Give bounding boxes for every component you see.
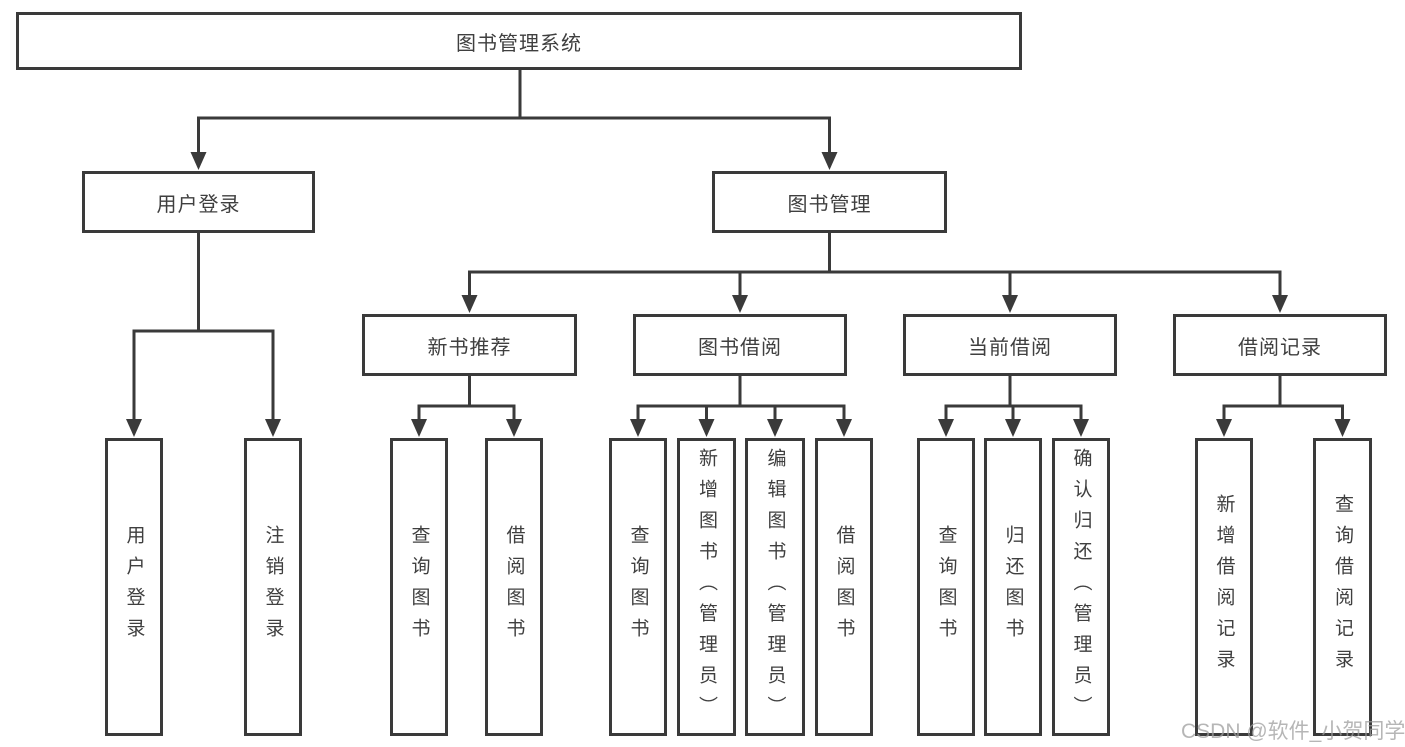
- node-user-login-label: 用户登录: [156, 193, 241, 216]
- node-user-login: 用户登录: [82, 171, 315, 233]
- node-current-borrowing-label: 当前借阅: [968, 336, 1052, 359]
- leaf-return-books-label: 归还图书: [1002, 525, 1024, 649]
- leaf-user-login: 用户登录: [105, 438, 163, 736]
- leaf-logout-label: 注销登录: [262, 525, 284, 649]
- leaf-add-books-admin: 新增图书（管理员）: [677, 438, 736, 736]
- leaf-query-books-borrowing-label: 查询图书: [627, 525, 649, 649]
- node-borrowing-records-label: 借阅记录: [1238, 336, 1322, 359]
- node-book-borrowing-label: 图书借阅: [698, 336, 782, 359]
- leaf-borrow-books-recommend: 借阅图书: [485, 438, 543, 736]
- leaf-confirm-return-admin: 确认归还（管理员）: [1052, 438, 1110, 736]
- node-root-system: 图书管理系统: [16, 12, 1022, 70]
- leaf-return-books: 归还图书: [984, 438, 1042, 736]
- leaf-borrow-books-borrowing: 借阅图书: [815, 438, 873, 736]
- node-new-book-recommend: 新书推荐: [362, 314, 577, 376]
- leaf-borrow-books-borrowing-label: 借阅图书: [833, 525, 855, 649]
- leaf-borrow-books-recommend-label: 借阅图书: [503, 525, 525, 649]
- node-current-borrowing: 当前借阅: [903, 314, 1117, 376]
- leaf-query-books-current-label: 查询图书: [935, 525, 957, 649]
- watermark: CSDN @软件_小贺同学: [1181, 720, 1405, 743]
- node-book-management: 图书管理: [712, 171, 947, 233]
- leaf-query-books-current: 查询图书: [917, 438, 975, 736]
- node-book-borrowing: 图书借阅: [633, 314, 847, 376]
- leaf-edit-books-admin: 编辑图书（管理员）: [745, 438, 805, 736]
- leaf-add-books-admin-label: 新增图书（管理员）: [696, 447, 717, 727]
- leaf-logout: 注销登录: [244, 438, 302, 736]
- leaf-confirm-return-admin-label: 确认归还（管理员）: [1070, 447, 1092, 727]
- leaf-query-borrow-record-label: 查询借阅记录: [1332, 494, 1353, 680]
- node-new-book-recommend-label: 新书推荐: [427, 336, 512, 359]
- node-book-management-label: 图书管理: [787, 193, 872, 216]
- leaf-query-books-borrowing: 查询图书: [609, 438, 667, 736]
- leaf-user-login-label: 用户登录: [123, 525, 145, 649]
- leaf-query-books-recommend: 查询图书: [390, 438, 448, 736]
- node-root-label: 图书管理系统: [456, 32, 582, 55]
- leaf-add-borrow-record-label: 新增借阅记录: [1213, 494, 1235, 680]
- node-borrowing-records: 借阅记录: [1173, 314, 1387, 376]
- leaf-edit-books-admin-label: 编辑图书（管理员）: [764, 447, 786, 727]
- leaf-add-borrow-record: 新增借阅记录: [1195, 438, 1253, 736]
- leaf-query-books-recommend-label: 查询图书: [408, 525, 430, 649]
- leaf-query-borrow-record: 查询借阅记录: [1313, 438, 1372, 736]
